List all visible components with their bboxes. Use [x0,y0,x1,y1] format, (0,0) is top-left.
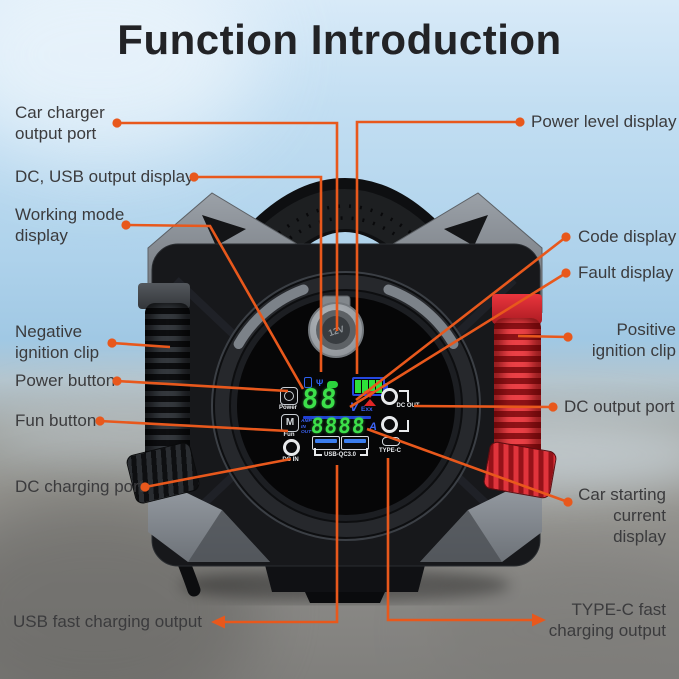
amp-scale-label: AMP IN OUT [301,419,312,436]
positive-clip-clamp [482,440,558,500]
top-vent-band [288,286,402,326]
car-socket-12v: 12V [308,295,364,358]
power-icon [284,390,294,401]
device-base-foot [305,592,385,603]
ring-highlight-right [383,284,459,349]
dc-in-label: DC IN [282,457,299,463]
device-body [151,243,541,567]
battery-bar [355,380,361,393]
carry-handle-face [234,189,456,281]
voltage-display: 88 [300,384,340,415]
dc-out-bracket-bottom [399,420,409,432]
callout-label-type-c-fast-charging-output: TYPE-C fast charging output [548,600,666,640]
callout-label-negative-ignition-clip: Negative ignition clip [15,322,100,362]
top-right-cap-shade [383,250,485,300]
callout-label-power-button: Power button [15,371,116,390]
fun-button: M [281,414,299,432]
vent-slots [299,292,387,318]
fault-icon [364,391,376,398]
callout-label-fault-display: Fault display [578,263,674,282]
light-icon [327,381,339,388]
callout-line-dc-usb-output-display [194,175,323,372]
dc-output-port-2 [381,416,398,433]
callout-label-positive-ignition-clip: Positive ignition clip [591,320,676,360]
power-button [280,387,298,405]
usb-tongue [315,439,337,443]
ring-highlight-left [233,284,309,349]
page-title: Function Introduction [117,16,562,63]
callout-label-car-starting-current-display: Car starting current display [578,485,666,546]
volt-unit: V [350,400,359,414]
handle-grip-dots [256,216,434,270]
usb-bracket-left [314,448,322,456]
top-left-cap-notch [202,215,246,246]
code-display: Exx [361,406,373,413]
callout-line-usb-fast-charging-output [223,465,339,624]
fun-button-label: Fun [283,432,295,438]
lcd-separator [303,416,371,419]
callout-label-dc-charging-port: DC charging port [15,477,144,496]
ground-blur [0,495,260,679]
callout-label-usb-fast-charging-output: USB fast charging output [13,612,203,631]
front-circle-ring [215,275,477,537]
callout-label-power-level-display: Power level display [531,112,677,131]
callout-label-dc-output-port: DC output port [564,397,675,416]
phone-icon [304,377,312,388]
fault-icon [364,399,376,406]
usb-port-1 [312,436,340,450]
carry-handle [225,178,465,285]
power-button-label: Power [278,405,297,411]
arrowhead-usb [211,615,225,629]
bottom-right-cap-shade [420,510,502,562]
amp-unit: A [369,421,377,433]
device-shadow [180,568,510,602]
callout-label-dc-usb-output-display: DC, USB output display [15,167,194,186]
dc-out-label: DC OUT [396,403,420,409]
top-right-cap-notch [444,215,488,246]
output-mode-icon-row: Ψ [304,377,339,388]
bottom-left-cap-shade [188,510,270,562]
arrowhead-typec [532,613,546,627]
callout-label-car-charger-output-port: Car charger output port [15,103,105,143]
usb-label: USB-QC3.0 [323,452,356,458]
dc-out-bracket-top [399,390,409,402]
callout-label-code-display: Code display [578,227,677,246]
front-circle-bezel [211,271,481,541]
device-base [258,538,432,592]
socket-12v-marking: 12V [327,324,345,338]
current-display: 8888 [309,414,367,438]
handle-grip-dots [253,204,437,258]
battery-bar [376,380,382,393]
body-x-ridges [173,277,517,533]
usb-icon: Ψ [316,378,324,388]
type-c-label: TYPE-C [378,448,401,454]
top-left-cap-shade [205,250,307,300]
dc-charging-port [283,439,300,456]
front-panel-face [231,291,461,521]
type-c-port [382,437,400,446]
callout-label-working-mode-display: Working mode display [15,205,125,245]
callout-line-fun-button [99,419,289,433]
callout-label-fun-button: Fun button [15,411,97,430]
callout-line-power-button [116,379,289,393]
usb-tongue [344,439,366,443]
fault-display-icon [364,391,376,406]
